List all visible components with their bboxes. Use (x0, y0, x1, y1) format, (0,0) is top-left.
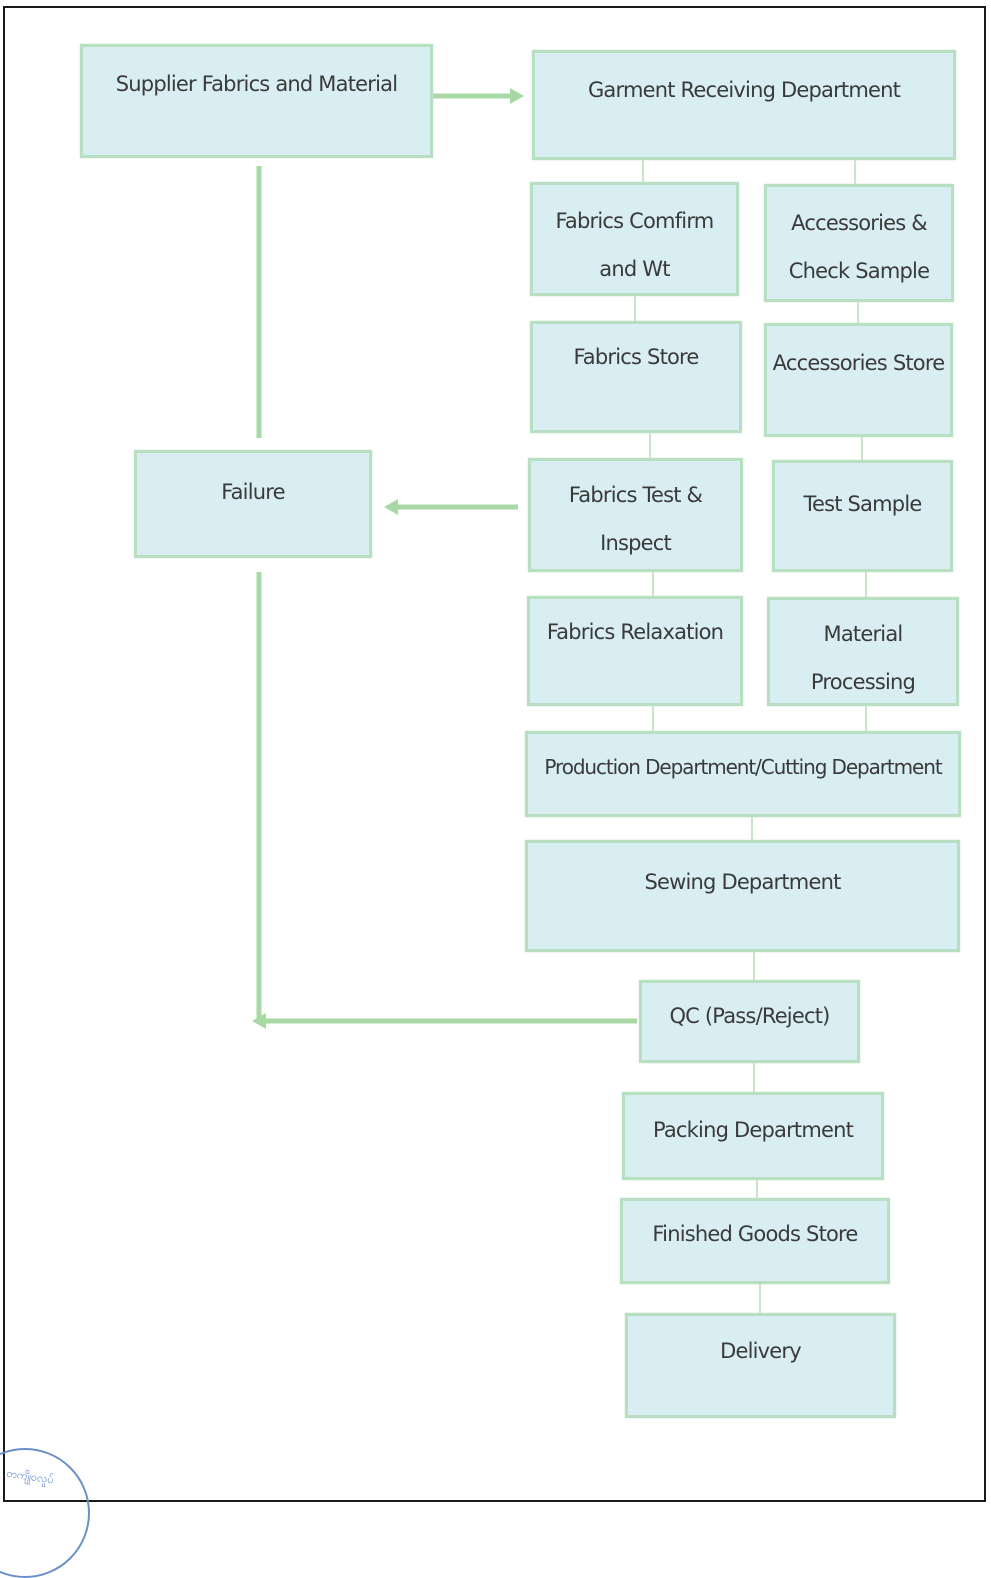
arrowhead-failure-return (252, 1013, 266, 1029)
node-test-sample: Test Sample (772, 460, 953, 572)
arrowhead-failure (384, 499, 398, 515)
node-qc: QC (Pass/Reject) (639, 980, 860, 1063)
node-fabrics-confirm: Fabrics Comfirm and Wt (530, 182, 739, 296)
node-accessories-store: Accessories Store (764, 323, 953, 437)
node-production-cutting: Production Department/Cutting Department (525, 731, 961, 817)
arrowhead-receiving (510, 88, 524, 104)
node-delivery: Delivery (625, 1313, 896, 1418)
node-failure: Failure (134, 450, 372, 558)
node-fabrics-store: Fabrics Store (530, 321, 742, 433)
node-packing: Packing Department (622, 1092, 884, 1180)
diagram-frame (3, 6, 986, 1502)
node-fabrics-test: Fabrics Test & Inspect (528, 458, 743, 572)
node-accessories-check: Accessories & Check Sample (764, 184, 954, 302)
node-fabrics-relaxation: Fabrics Relaxation (527, 596, 743, 706)
connector-layer (252, 88, 867, 1315)
node-sewing: Sewing Department (525, 840, 960, 952)
node-garment-receiving: Garment Receiving Department (532, 50, 956, 160)
node-supplier: Supplier Fabrics and Material (80, 44, 433, 158)
node-finished-goods: Finished Goods Store (620, 1198, 890, 1284)
node-material-processing: Material Processing (767, 597, 959, 706)
